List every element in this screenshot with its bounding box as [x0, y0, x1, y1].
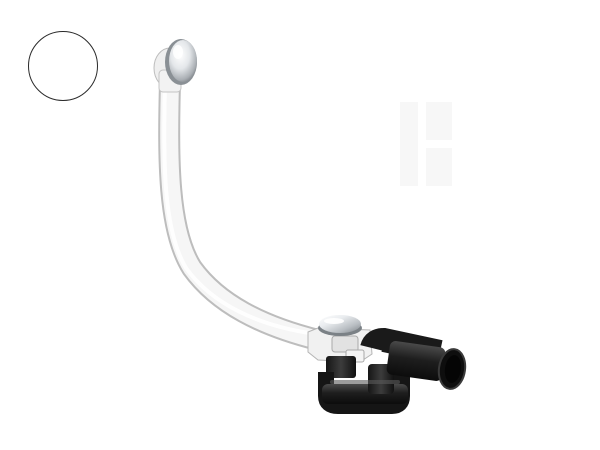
drain-housing: [307, 327, 373, 363]
overflow-cap-chrome: [165, 39, 197, 85]
color-swatch-white[interactable]: [28, 31, 98, 101]
drain-plug-chrome: [318, 315, 362, 336]
watermark-faint: [400, 102, 452, 186]
outlet-pipe-black: [360, 327, 467, 390]
flexible-hose: [158, 71, 329, 351]
